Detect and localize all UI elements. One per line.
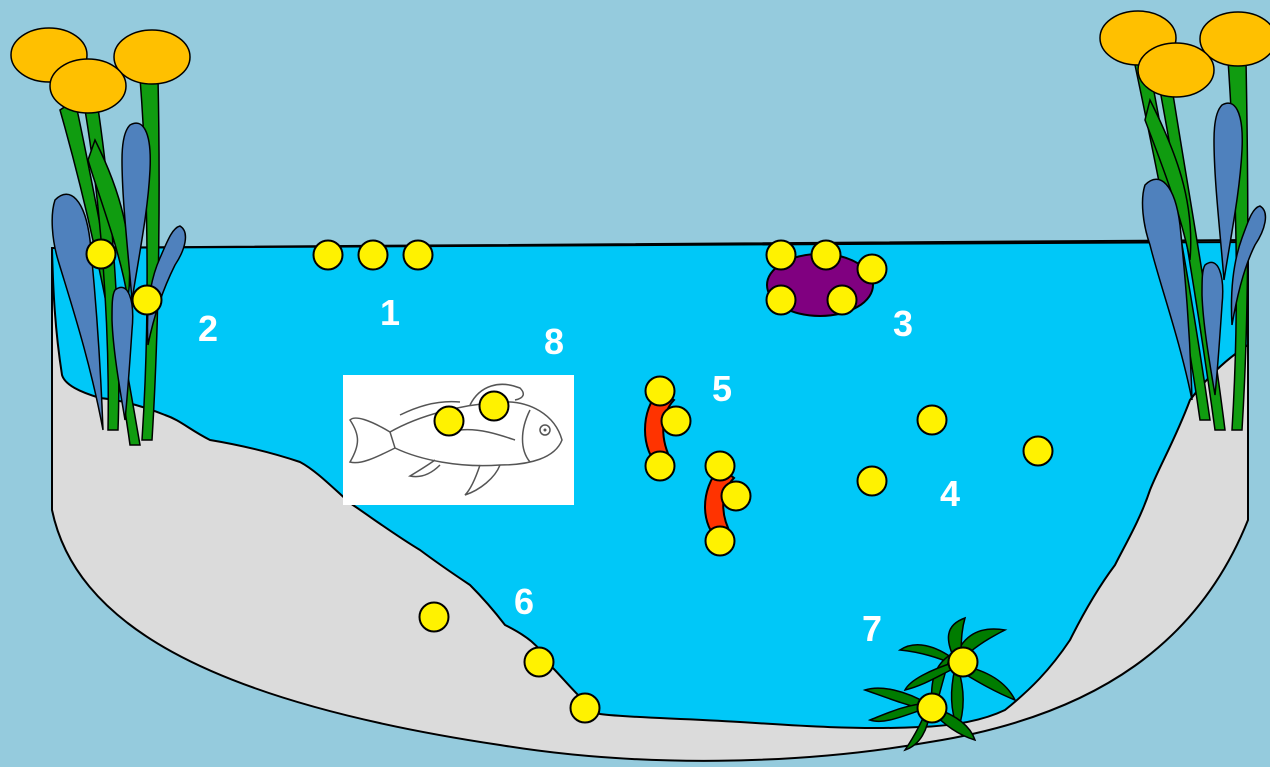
yellow-dot-marker bbox=[722, 482, 751, 511]
yellow-dot-marker bbox=[662, 407, 691, 436]
zone-label-7: 7 bbox=[862, 608, 882, 649]
fish-drawing bbox=[343, 375, 574, 505]
yellow-dot-marker bbox=[858, 255, 887, 284]
zone-label-4: 4 bbox=[940, 473, 960, 514]
flower-head bbox=[50, 59, 126, 113]
yellow-dot-marker bbox=[706, 527, 735, 556]
yellow-dot-marker bbox=[359, 241, 388, 270]
yellow-dot-marker bbox=[767, 286, 796, 315]
flower-head bbox=[1138, 43, 1214, 97]
yellow-dot-marker bbox=[480, 392, 509, 421]
yellow-dot-marker bbox=[646, 452, 675, 481]
yellow-dot-marker bbox=[858, 467, 887, 496]
yellow-dot-marker bbox=[435, 407, 464, 436]
yellow-dot-marker bbox=[133, 286, 162, 315]
zone-label-5: 5 bbox=[712, 368, 732, 409]
yellow-dot-marker bbox=[706, 452, 735, 481]
yellow-dot-marker bbox=[404, 241, 433, 270]
yellow-dot-marker bbox=[571, 694, 600, 723]
yellow-dot-marker bbox=[918, 406, 947, 435]
flower-head bbox=[114, 30, 190, 84]
zone-label-1: 1 bbox=[380, 292, 400, 333]
yellow-dot-marker bbox=[767, 241, 796, 270]
yellow-dot-marker bbox=[525, 648, 554, 677]
yellow-dot-marker bbox=[812, 241, 841, 270]
yellow-dot-marker bbox=[1024, 437, 1053, 466]
yellow-dot-marker bbox=[420, 603, 449, 632]
zone-label-8: 8 bbox=[544, 321, 564, 362]
yellow-dot-marker bbox=[828, 286, 857, 315]
yellow-dot-marker bbox=[314, 241, 343, 270]
zone-label-3: 3 bbox=[893, 303, 913, 344]
zone-label-6: 6 bbox=[514, 581, 534, 622]
yellow-dot-marker bbox=[646, 377, 675, 406]
yellow-dot-marker bbox=[949, 648, 978, 677]
fish-drawing-background bbox=[343, 375, 574, 505]
yellow-dot-marker bbox=[87, 240, 116, 269]
zone-label-2: 2 bbox=[198, 308, 218, 349]
yellow-dot-marker bbox=[918, 694, 947, 723]
